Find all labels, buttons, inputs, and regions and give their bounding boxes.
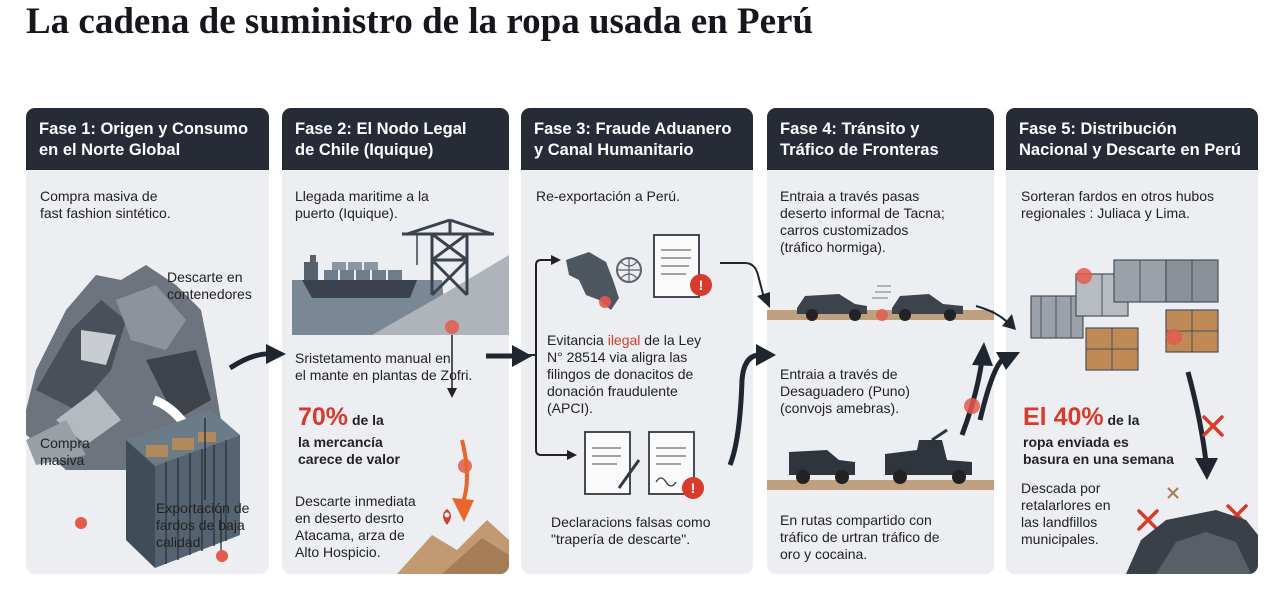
phase-2-stat: 70% de la la mercancía carece de valor	[298, 403, 400, 467]
port-ship-crane-illustration	[292, 218, 509, 574]
arrow-phase-2-to-3	[486, 345, 532, 367]
phase-1-panel: Fase 1: Origen y Consumo en el Norte Glo…	[26, 108, 269, 574]
arrow-phase-1-to-2	[228, 344, 286, 371]
bales-landfill-illustration	[1030, 259, 1258, 574]
customs-fraud-illustration: ! !	[521, 234, 712, 499]
arrow-phase-3-to-4	[720, 262, 776, 466]
phase-2-desert: Descarte inmediata en deserto desrto Ata…	[295, 493, 416, 560]
phase-4-header: Fase 4: Tránsito y Tráfico de Fronteras	[767, 108, 994, 170]
phase-1-buy-label: Compra masiva	[40, 435, 90, 468]
svg-text:!: !	[691, 480, 696, 496]
phase-3-header: Fase 3: Fraude Aduanero y Canal Humanita…	[521, 108, 753, 170]
phase-1-header: Fase 1: Origen y Consumo en el Norte Glo…	[26, 108, 269, 170]
arrow-phase-4-to-5	[975, 305, 1020, 421]
phase-5-stat: El 40% de la ropa enviada es basura en u…	[1023, 403, 1174, 467]
phase-4-panel: Fase 4: Tránsito y Tráfico de Fronteras	[767, 108, 994, 574]
phase-3-panel: Fase 3: Fraude Aduanero y Canal Humanita…	[521, 108, 753, 574]
phase-5-landfill: Descada por retalarlores en las landfill…	[1021, 480, 1111, 547]
clothing-pile-container-illustration	[26, 265, 240, 568]
phase-1-discard-label: Descarte en contenedores	[167, 269, 252, 302]
phase-4-route-tacna: Entraia a través pasas deserto informal …	[780, 188, 945, 255]
phase-2-panel: Fase 2: El Nodo Legal de Chile (Iquique)	[282, 108, 509, 574]
phase-2-arrival: Llegada maritime a la puerto (Iquique).	[295, 188, 429, 221]
phase-2-stat-pct: 70%	[298, 403, 349, 431]
phase-5-stat-pct: El 40%	[1023, 403, 1104, 431]
phase-3-reexport: Re-exportación a Perú.	[536, 188, 680, 204]
phase-5-sorting: Sorteran fardos en otros hubos regionale…	[1021, 188, 1215, 221]
phase-2-header: Fase 2: El Nodo Legal de Chile (Iquique)	[282, 108, 509, 170]
phase-3-evasion: Evitancia ilegal de la Ley N° 28514 via …	[547, 332, 702, 416]
border-traffic-illustration	[767, 285, 994, 490]
phase-1-intro: Compra masiva de fast fashion sintético.	[40, 188, 171, 221]
page-title: La cadena de suministro de la ropa usada…	[26, 1, 814, 42]
phase-1-export-label: Exportación de fardos de baja calidad	[156, 500, 250, 550]
phase-2-sorting: Sristetamento manual en el mante en plan…	[295, 350, 473, 383]
phase-4-shared-routes: En rutas compartido con tráfico de urtra…	[780, 512, 940, 562]
phase-4-route-puno: Entraia a través de Desaguadero (Puno) (…	[780, 366, 910, 416]
svg-text:!: !	[699, 277, 704, 293]
phase-5-header: Fase 5: Distribución Nacional y Descarte…	[1006, 108, 1258, 170]
phase-5-panel: Fase 5: Distribución Nacional y Descarte…	[1006, 108, 1258, 574]
phase-3-false-declarations: Declaracions falsas como "trapería de de…	[551, 514, 711, 547]
